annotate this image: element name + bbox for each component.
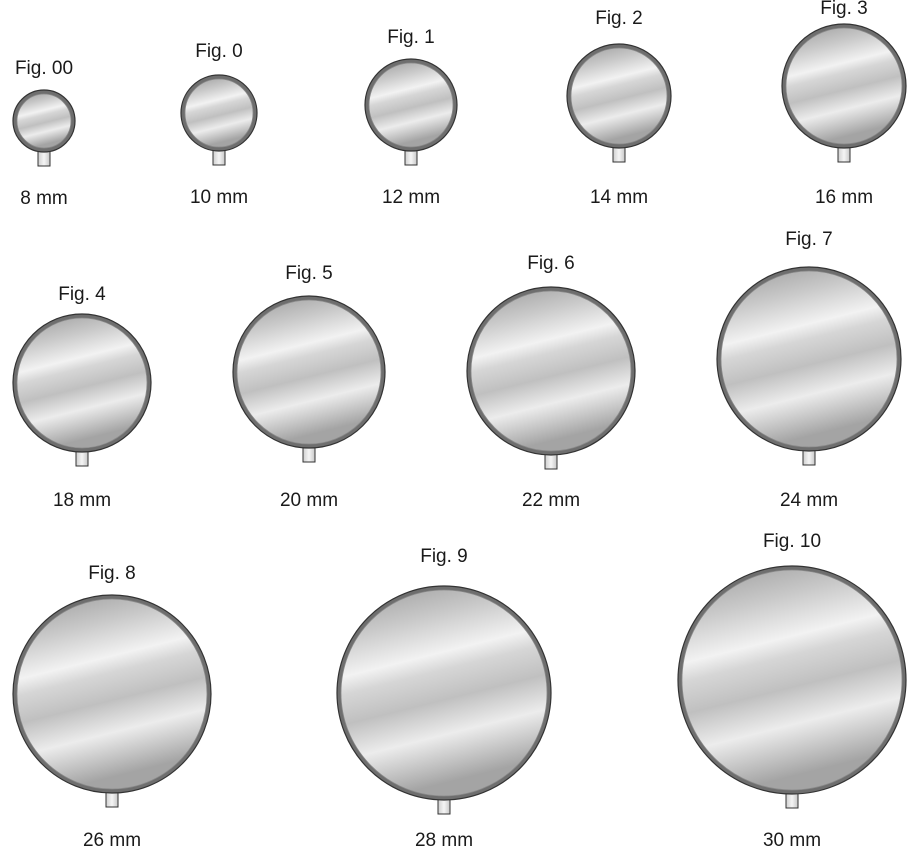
mirror-26mm: Fig. 8 26 mm bbox=[12, 563, 212, 851]
figure-label: Fig. 8 bbox=[88, 563, 136, 584]
mirror-face bbox=[470, 290, 632, 452]
figure-label: Fig. 0 bbox=[195, 41, 243, 62]
mirror-face bbox=[681, 569, 903, 791]
figure-label: Fig. 3 bbox=[820, 0, 868, 19]
size-label: 14 mm bbox=[590, 187, 648, 208]
figure-label: Fig. 7 bbox=[785, 229, 833, 250]
mirror-face bbox=[184, 78, 254, 148]
mirror-20mm: Fig. 5 20 mm bbox=[232, 263, 386, 511]
mirror-face bbox=[16, 93, 72, 149]
figure-label: Fig. 2 bbox=[595, 8, 643, 29]
mirror-30mm: Fig. 10 30 mm bbox=[677, 531, 907, 851]
mirror-16mm: Fig. 3 16 mm bbox=[781, 0, 907, 208]
figure-label: Fig. 00 bbox=[15, 58, 73, 79]
figure-label: Fig. 6 bbox=[527, 253, 575, 274]
size-label: 8 mm bbox=[20, 188, 68, 209]
mirror-face bbox=[16, 598, 208, 790]
size-label: 30 mm bbox=[763, 830, 821, 851]
size-label: 12 mm bbox=[382, 187, 440, 208]
mirror-face bbox=[570, 47, 668, 145]
figure-label: Fig. 9 bbox=[420, 546, 468, 567]
mirror-face bbox=[236, 299, 382, 445]
figure-label: Fig. 4 bbox=[58, 284, 106, 305]
size-label: 10 mm bbox=[190, 187, 248, 208]
mirror-face bbox=[340, 589, 548, 797]
mirror-14mm: Fig. 2 14 mm bbox=[566, 8, 672, 208]
size-label: 26 mm bbox=[83, 830, 141, 851]
mirror-face bbox=[720, 270, 898, 448]
mirror-face bbox=[16, 317, 148, 449]
mirror-face bbox=[785, 27, 903, 145]
size-label: 22 mm bbox=[522, 490, 580, 511]
mirror-8mm: Fig. 00 8 mm bbox=[12, 58, 76, 209]
mirror-12mm: Fig. 1 12 mm bbox=[364, 27, 458, 208]
figure-label: Fig. 5 bbox=[285, 263, 333, 284]
mirror-face bbox=[368, 62, 454, 148]
size-label: 28 mm bbox=[415, 830, 473, 851]
mirror-18mm: Fig. 4 18 mm bbox=[12, 284, 152, 511]
size-label: 24 mm bbox=[780, 490, 838, 511]
mirror-10mm: Fig. 0 10 mm bbox=[180, 41, 258, 208]
figure-label: Fig. 10 bbox=[763, 531, 821, 552]
size-label: 16 mm bbox=[815, 187, 873, 208]
mirror-28mm: Fig. 9 28 mm bbox=[336, 546, 552, 851]
size-label: 20 mm bbox=[280, 490, 338, 511]
mirror-24mm: Fig. 7 24 mm bbox=[716, 229, 902, 511]
mirror-22mm: Fig. 6 22 mm bbox=[466, 253, 636, 511]
size-label: 18 mm bbox=[53, 490, 111, 511]
figure-label: Fig. 1 bbox=[387, 27, 435, 48]
